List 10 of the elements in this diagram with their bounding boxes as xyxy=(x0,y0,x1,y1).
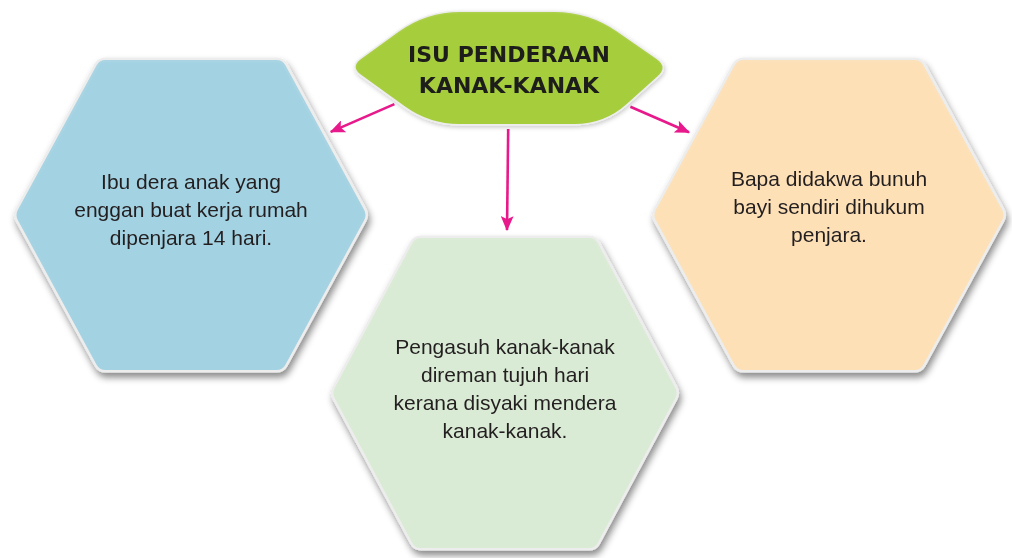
arrow xyxy=(629,105,690,134)
arrow xyxy=(329,102,395,134)
hexagon-node xyxy=(15,60,367,370)
node-text: Pengasuh kanak-kanak direman tujuh hari kerana disyaki mendera kanak-kanak. xyxy=(392,334,618,444)
node-text: Bapa didakwa bunuh bayi sendiri dihukum penjara. xyxy=(729,166,929,248)
arrow xyxy=(500,129,514,232)
topic-title: ISU PENDERAAN KANAK-KANAK xyxy=(407,41,611,100)
hexagon-node xyxy=(653,60,1005,370)
hexagon-node xyxy=(332,238,678,548)
node-text: Ibu dera anak yang enggan buat kerja rumah dipenjara 14 hari. xyxy=(73,169,309,251)
